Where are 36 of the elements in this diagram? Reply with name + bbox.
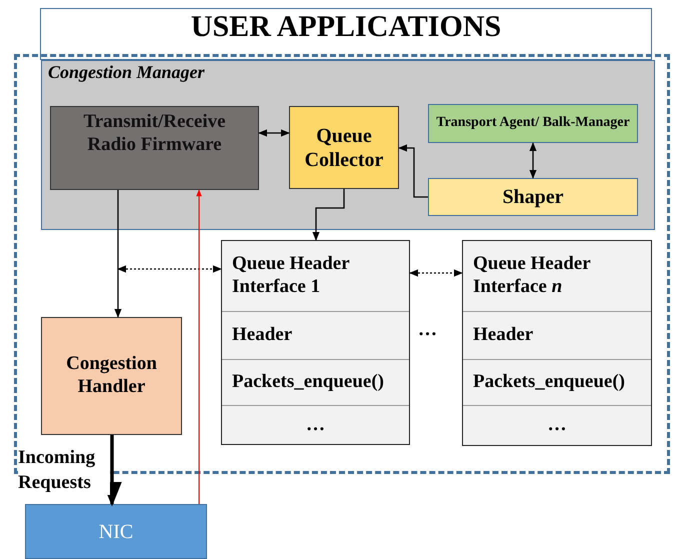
table-row: Header (222, 311, 409, 359)
arrow (529, 142, 537, 179)
dotted-arrow (409, 269, 463, 277)
arrow (114, 190, 122, 318)
arrow (258, 129, 290, 137)
node-label: USER APPLICATIONS (190, 9, 502, 45)
node-label: NIC (98, 520, 134, 544)
arrow (398, 144, 428, 198)
table-heading: Queue Header Interface 1 (231, 252, 350, 299)
table-row: Packets_enqueue() (222, 359, 409, 405)
nic-box (25, 504, 207, 559)
table-heading: Queue Header Interface n (472, 252, 592, 299)
ellipsis-label: … (418, 318, 437, 342)
node-label: Congestion Handler (65, 353, 158, 399)
process-box (428, 178, 638, 216)
interface-table (221, 240, 410, 445)
node-label: Congestion Manager (47, 61, 206, 84)
arrow (312, 189, 345, 241)
arrow (196, 189, 202, 504)
interface-table (462, 240, 652, 446)
dotted-arrow (117, 265, 222, 273)
process-box (428, 104, 638, 143)
process-box (41, 317, 182, 435)
table-row: Header (463, 311, 651, 359)
node-label: Transmit/Receive Radio Firmware (82, 110, 227, 157)
table-row: Packets_enqueue() (463, 359, 651, 405)
dashed-boundary (14, 54, 670, 474)
firmware-box (50, 106, 259, 190)
table-row: … (222, 405, 409, 444)
title-box (40, 8, 652, 60)
process-box (289, 106, 399, 189)
node-label: Transport Agent/ Balk-Manager (435, 115, 631, 132)
node-label: Shaper (501, 185, 565, 209)
node-label: Queue Collector (304, 124, 384, 172)
table-row: … (463, 405, 651, 445)
manager-panel (41, 60, 655, 230)
